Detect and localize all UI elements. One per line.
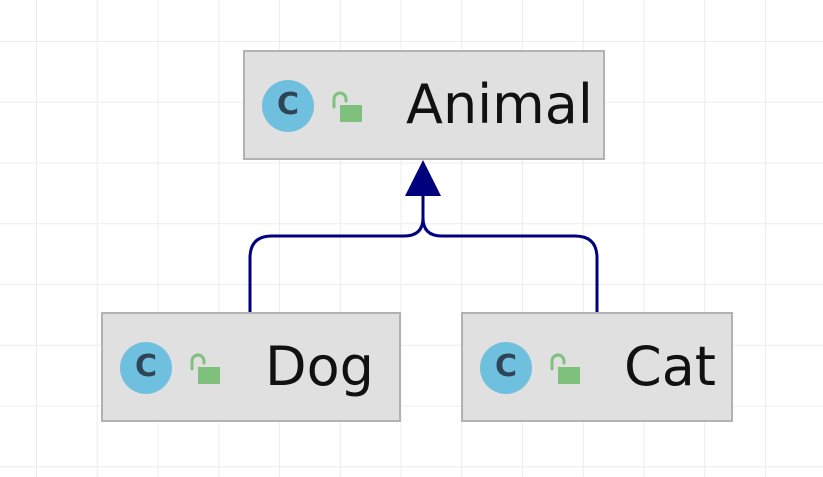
class-name-label: Dog <box>265 335 374 398</box>
open-lock-icon <box>332 91 362 122</box>
class-name-label: Cat <box>624 335 716 398</box>
class-c-icon: C <box>480 342 532 394</box>
inheritance-arrowhead <box>405 160 441 196</box>
class-c-icon: C <box>262 80 314 132</box>
class-badge-letter: C <box>494 349 518 384</box>
dog-to-animal-edge[interactable] <box>248 196 425 312</box>
open-lock-icon <box>550 353 580 384</box>
class-badge-letter: C <box>134 349 158 384</box>
class-node-animal[interactable]: C Animal <box>243 50 605 160</box>
open-lock-icon <box>190 353 220 384</box>
class-node-cat[interactable]: C Cat <box>461 312 733 422</box>
class-c-icon: C <box>120 342 172 394</box>
class-name-label: Animal <box>406 73 593 136</box>
class-node-dog[interactable]: C Dog <box>101 312 401 422</box>
class-badge-letter: C <box>276 87 300 122</box>
cat-to-animal-edge[interactable] <box>421 196 599 312</box>
